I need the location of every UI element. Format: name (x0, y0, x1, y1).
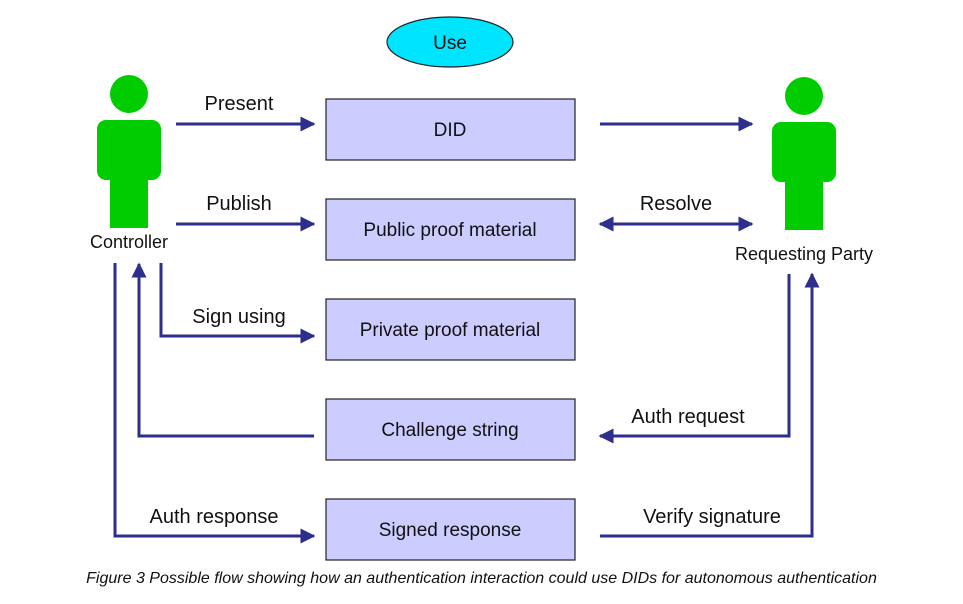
did-box: DID (325, 98, 576, 161)
signed-response-box: Signed response (325, 498, 576, 561)
challenge-string-box: Challenge string (325, 398, 576, 461)
sign-using-label: Sign using (192, 306, 285, 328)
public-proof-box: Public proof material (325, 198, 576, 261)
figure-caption: Figure 3 Possible flow showing how an au… (86, 570, 877, 587)
auth-response-arrow (113, 263, 316, 544)
requesting-party-person-icon (772, 77, 836, 230)
auth-request-label: Auth request (631, 406, 745, 428)
resolve-label: Resolve (640, 193, 712, 215)
verify-signature-arrow (600, 272, 820, 538)
use-ellipse: Use (386, 16, 514, 68)
controller-person-icon (97, 75, 161, 228)
use-label: Use (433, 33, 467, 54)
auth-response-label: Auth response (150, 506, 279, 528)
publish-label: Publish (206, 193, 272, 215)
did-box-label: DID (434, 120, 467, 141)
controller-label: Controller (90, 232, 168, 252)
present-label: Present (205, 93, 274, 115)
requesting-party-label: Requesting Party (735, 244, 873, 264)
challenge-string-box-label: Challenge string (381, 420, 518, 441)
private-proof-box: Private proof material (325, 298, 576, 361)
sign-using-arrow (159, 263, 316, 344)
verify-signature-label: Verify signature (643, 506, 781, 528)
auth-request-arrow (598, 274, 791, 444)
public-proof-box-label: Public proof material (363, 220, 536, 241)
signed-response-box-label: Signed response (379, 520, 522, 541)
private-proof-box-label: Private proof material (360, 320, 541, 341)
challenge-to-controller-arrow (131, 262, 314, 438)
